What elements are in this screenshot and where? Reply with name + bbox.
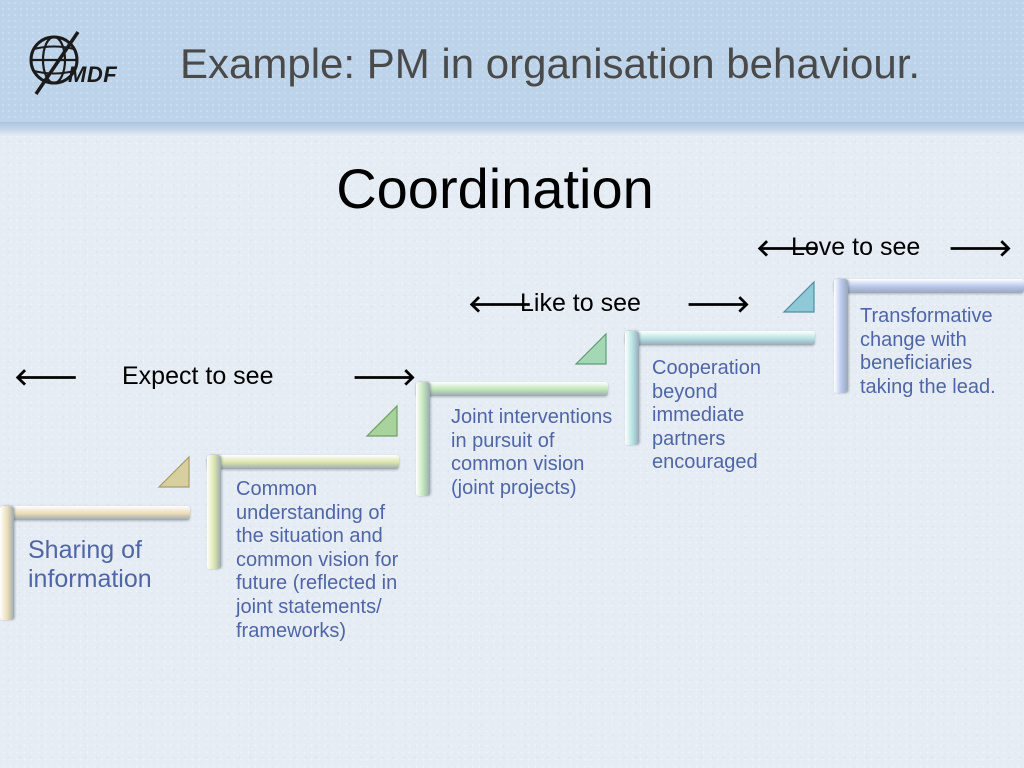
step-3-text: Joint interventions in pursuit of common… [451, 406, 613, 499]
arrow-right-icon: 🡒 [686, 291, 751, 318]
globe-icon [29, 31, 80, 95]
step-2-corner-icon [365, 404, 398, 437]
expect-label: Expect to see [122, 362, 274, 390]
slide-subtitle: Coordination [336, 157, 654, 220]
step-2-riser [207, 455, 221, 569]
arrow-right-icon: 🡒 [352, 364, 417, 391]
step-3-riser [416, 382, 430, 496]
step-5-riser [834, 279, 848, 393]
step-4-tread [625, 331, 815, 345]
step-4-riser [625, 331, 639, 445]
step-1-tread [0, 506, 190, 520]
step-5-text: Transformative change with beneficiaries… [860, 305, 996, 398]
header-divider [0, 122, 1024, 136]
step-5-tread [834, 279, 1024, 293]
header-bar [0, 0, 1024, 124]
arrow-left-icon: 🡐 [14, 364, 79, 391]
step-1-corner-icon [157, 455, 190, 488]
page-title: Example: PM in organisation behaviour. [180, 40, 921, 87]
step-4-text: Cooperation beyond immediate partners en… [652, 357, 761, 474]
arrow-left-icon: 🡐 [468, 291, 533, 318]
step-1-riser [0, 506, 14, 620]
step-4-corner-icon [782, 280, 815, 313]
like-label: Like to see [520, 289, 641, 317]
step-2-tread [207, 455, 399, 469]
arrow-left-icon: 🡐 [756, 235, 821, 262]
step-3-corner-icon [574, 332, 607, 365]
step-3-tread [416, 382, 608, 396]
step-1-text: Sharing of information [28, 536, 152, 593]
logo-text: MDF [68, 62, 118, 87]
love-label: Love to see [791, 233, 921, 261]
step-2-text: Common understanding of the situation an… [236, 478, 399, 642]
arrow-right-icon: 🡒 [948, 235, 1013, 262]
